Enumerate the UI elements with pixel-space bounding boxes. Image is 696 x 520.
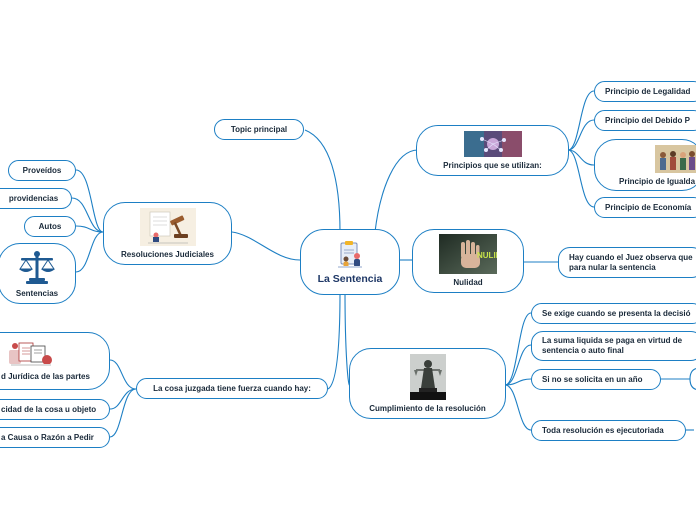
people-group-image-icon xyxy=(655,145,696,173)
nulidad-child[interactable]: Hay cuando el Juez observa que para nula… xyxy=(558,247,696,278)
cosa-child-objeto[interactable]: cidad de la cosa u objeto xyxy=(0,399,110,420)
link-k3 xyxy=(109,388,137,438)
cosa-child-causa[interactable]: a Causa o Razón a Pedir xyxy=(0,427,110,448)
cumplimiento-label: Cumplimiento de la resolución xyxy=(369,403,486,413)
link-r1 xyxy=(75,169,104,233)
root-label: La Sentencia xyxy=(317,273,383,285)
cumplimiento-child-ejecutoriada[interactable]: Toda resolución es ejecutoriada xyxy=(531,420,686,441)
nulidad-node[interactable]: NULIDAD Nulidad xyxy=(412,229,524,293)
link-c4 xyxy=(504,384,532,431)
resoluciones-label: Resoluciones Judiciales xyxy=(121,249,214,259)
nulidad-image-text: NULIDAD xyxy=(477,251,497,260)
link-c3 xyxy=(504,378,532,386)
link-r4 xyxy=(75,231,104,273)
document-people-icon xyxy=(338,241,362,268)
partial-node-right xyxy=(689,368,696,390)
resolucion-proveidos[interactable]: Proveídos xyxy=(8,160,76,181)
link-k2 xyxy=(109,388,137,410)
principio-debido-proceso[interactable]: Principio del Debido P xyxy=(594,110,696,131)
topic-label: Topic principal xyxy=(230,124,288,134)
principios-label: Principios que se utilizan: xyxy=(443,160,542,170)
nulidad-child-line1: Hay cuando el Juez observa que xyxy=(569,252,693,262)
link-k1 xyxy=(109,359,137,390)
judge-gavel-image-icon xyxy=(139,207,196,246)
cumplimiento-child-anio[interactable]: Si no se solicita en un año xyxy=(531,369,661,390)
link-c2 xyxy=(504,344,532,386)
documents-illustration-icon xyxy=(9,342,52,366)
root-node[interactable]: La Sentencia xyxy=(300,229,400,295)
resoluciones-node[interactable]: Resoluciones Judiciales xyxy=(103,202,232,265)
principio-legalidad[interactable]: Principio de Legalidad xyxy=(594,81,696,102)
nulidad-child-line2: para nular la sentencia xyxy=(569,262,656,272)
scales-justice-icon xyxy=(19,250,55,284)
cumplimiento-child-suma[interactable]: La suma liquida se paga en virtud de sen… xyxy=(531,331,696,361)
link-resoluciones xyxy=(231,231,301,261)
cumplimiento-suma-line2: sentencia o auto final xyxy=(542,346,624,355)
nulidad-label: Nulidad xyxy=(453,278,483,287)
link-p2 xyxy=(567,119,595,151)
link-cosa xyxy=(327,291,341,390)
link-p1 xyxy=(567,90,595,151)
topic-node[interactable]: Topic principal xyxy=(214,119,304,140)
cosa-child-partes[interactable]: d Jurídica de las partes xyxy=(0,332,110,390)
principio-economia[interactable]: Principio de Economía xyxy=(594,197,696,218)
sentencias-label: Sentencias xyxy=(15,288,59,298)
stop-hand-image-icon: NULIDAD xyxy=(439,234,497,274)
link-r2 xyxy=(71,197,104,233)
link-c1 xyxy=(504,312,532,386)
principios-node[interactable]: Principios que se utilizan: xyxy=(416,125,569,176)
network-image-icon xyxy=(463,130,522,157)
principio-igualdad[interactable]: Principio de Igualda xyxy=(594,139,696,191)
cumplimiento-suma-line1: La suma liquida se paga en virtud de xyxy=(542,336,683,345)
resolucion-sentencias[interactable]: Sentencias xyxy=(0,243,76,304)
cumplimiento-node[interactable]: Cumplimiento de la resolución xyxy=(349,348,506,419)
cosa-juzgada-label: La cosa juzgada tiene fuerza cuando hay: xyxy=(153,383,311,393)
justice-statue-image-icon xyxy=(409,353,446,400)
cosa-juzgada-node[interactable]: La cosa juzgada tiene fuerza cuando hay: xyxy=(136,378,328,399)
cumplimiento-child-decision[interactable]: Se exige cuando se presenta la decisió xyxy=(531,303,696,324)
link-p4 xyxy=(567,149,595,208)
resolucion-providencias[interactable]: providencias xyxy=(0,188,72,209)
link-topic xyxy=(304,129,341,233)
link-principios xyxy=(374,149,419,233)
link-r3 xyxy=(75,225,104,233)
resolucion-autos[interactable]: Autos xyxy=(24,216,76,237)
